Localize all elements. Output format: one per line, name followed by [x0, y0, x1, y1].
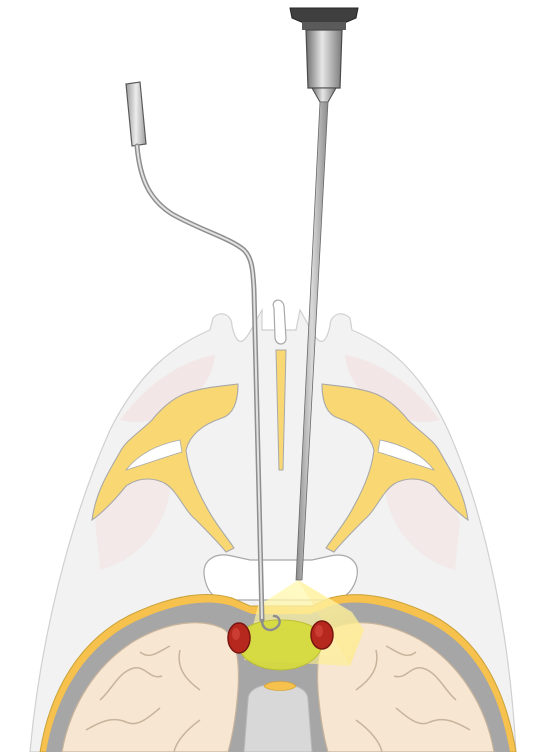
- left-carotid-artery: [228, 623, 250, 653]
- third-ventricle: [244, 684, 312, 752]
- right-carotid-artery: [311, 621, 333, 649]
